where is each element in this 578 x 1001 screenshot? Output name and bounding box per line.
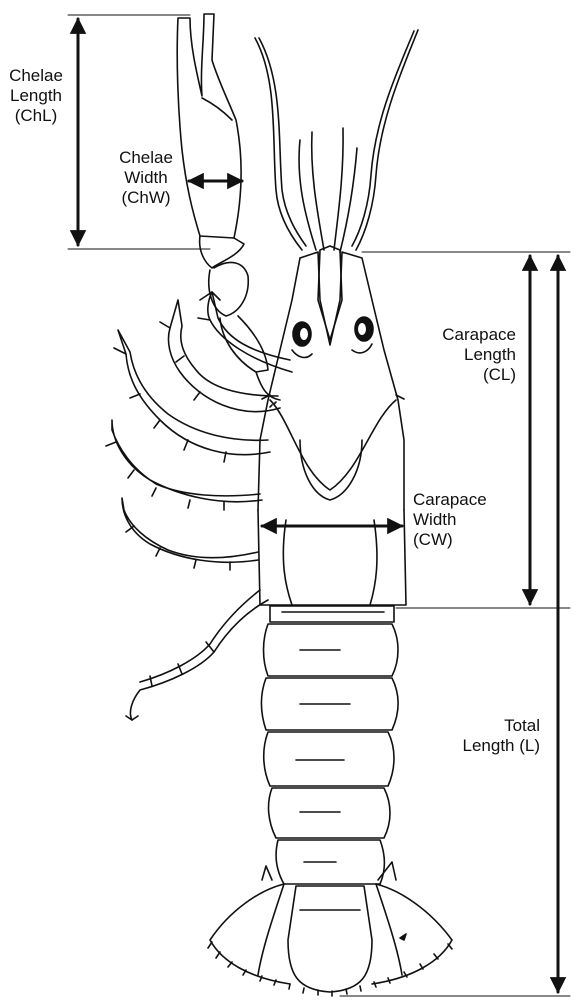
chelae-width-label: Chelae Width (ChW) — [108, 148, 184, 208]
antenna-left — [255, 38, 306, 250]
total-length-line1: Total — [440, 716, 540, 736]
chelae-width-line1: Chelae — [108, 148, 184, 168]
carapace-length-line1: Carapace — [420, 325, 516, 345]
chelae-length-line1: Chelae — [4, 66, 68, 86]
antenna-right — [352, 30, 418, 250]
carapace-width-line1: Carapace — [413, 490, 513, 510]
abdomen — [262, 606, 399, 884]
carapace-length-label: Carapace Length (CL) — [420, 325, 516, 385]
chelae-width-line2: Width — [108, 168, 184, 188]
carapace-width-line3: (CW) — [413, 530, 513, 550]
head-carapace — [258, 246, 406, 605]
tail-fan — [208, 862, 452, 996]
antennules — [299, 128, 357, 252]
carapace-length-line2: Length — [420, 345, 516, 365]
carapace-width-line2: Width — [413, 510, 513, 530]
chelae-length-line2: Length — [4, 86, 68, 106]
carapace-length-line3: (CL) — [420, 365, 516, 385]
chelae-length-line3: (ChL) — [4, 106, 68, 126]
chelae-length-label: Chelae Length (ChL) — [4, 66, 68, 126]
chelae-width-line3: (ChW) — [108, 188, 184, 208]
total-length-line2: Length (L) — [440, 736, 540, 756]
total-length-label: Total Length (L) — [440, 716, 540, 756]
carapace-width-label: Carapace Width (CW) — [413, 490, 513, 550]
